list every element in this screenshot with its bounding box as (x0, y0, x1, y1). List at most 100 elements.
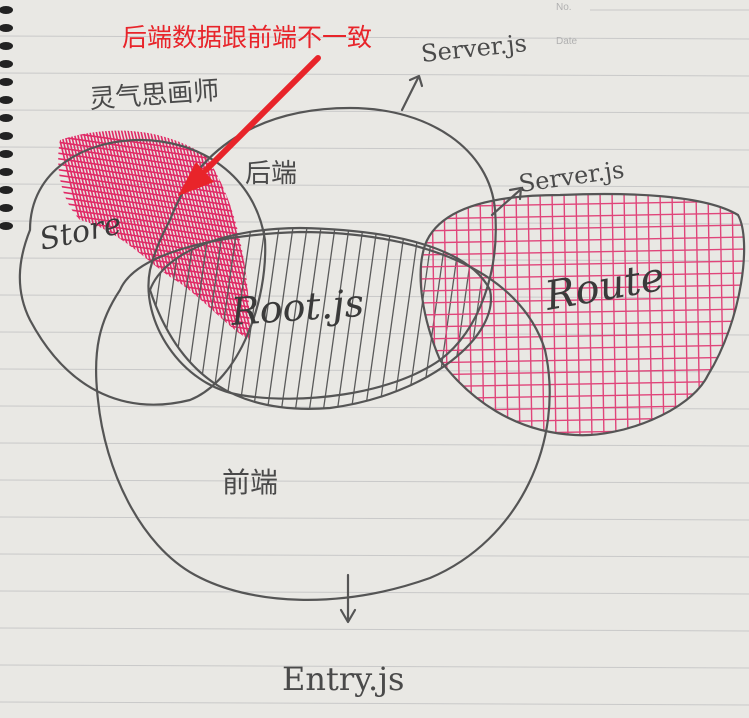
top-left-note: 灵气思画师 (88, 76, 220, 115)
ruled-line (0, 294, 749, 299)
store-circle (18, 138, 267, 406)
red-fill-line (58, 173, 251, 205)
route-grid-vertical (575, 194, 581, 436)
route-grid-horizontal (420, 356, 745, 364)
red-fill-line (182, 130, 239, 340)
no-label: No. (556, 2, 572, 13)
root-ellipse (148, 226, 493, 410)
root-hatch-line (265, 228, 295, 409)
route-grid-horizontal (420, 284, 745, 292)
ruled-line (0, 479, 749, 484)
route-grid-vertical (659, 194, 665, 436)
ruled-line (0, 109, 749, 114)
root-hatch-line (279, 228, 309, 409)
ruled-line (0, 257, 749, 262)
route-grid-vertical (467, 194, 473, 436)
ruled-line (0, 146, 749, 151)
binding-ring (0, 186, 13, 194)
route-grid-vertical (719, 194, 725, 436)
route-grid-vertical (635, 194, 641, 436)
ruled-line (0, 72, 749, 77)
route-grid-vertical (707, 194, 713, 436)
server-right-arrow (490, 188, 522, 217)
backend-circle (147, 106, 497, 400)
route-grid-vertical (671, 194, 677, 436)
outlines (18, 106, 746, 601)
red-fill-line (58, 332, 251, 340)
root-hatch-line (293, 228, 323, 409)
binding-ring (0, 60, 13, 68)
red-fill-line (185, 130, 242, 340)
route-grid-horizontal (420, 380, 745, 388)
ruled-line (0, 516, 749, 521)
store-label: Store (36, 206, 124, 257)
route-grid-horizontal (420, 248, 745, 256)
root-hatch-line (223, 228, 253, 409)
binding-ring (0, 150, 13, 158)
route-grid-horizontal (420, 344, 745, 352)
route-grid-vertical (455, 194, 461, 436)
root-hatch-line (391, 228, 421, 409)
server-top-label: Server.js (420, 29, 528, 68)
route-grid-horizontal (420, 392, 745, 400)
root-hatch-line (475, 228, 491, 409)
root-hatch-line (307, 228, 337, 409)
route-grid-horizontal (420, 224, 745, 232)
root-label: Root.js (229, 281, 366, 334)
red-fill-line (58, 200, 251, 233)
binding-ring (0, 96, 13, 104)
server-top-arrowhead (408, 74, 424, 88)
ruled-line (0, 35, 749, 40)
annotation-arrow (178, 55, 321, 196)
route-grid-vertical (611, 194, 617, 436)
binding-ring (0, 24, 13, 32)
red-fill-line (58, 184, 251, 216)
route-grid-vertical (599, 194, 605, 436)
entry-arrowhead (339, 608, 357, 624)
notebook-binding-rings (0, 6, 13, 230)
binding-ring (0, 222, 13, 230)
backend-label: 后端 (245, 159, 297, 189)
red-fill-line (58, 321, 251, 340)
root-hatch-line (335, 228, 365, 409)
server-right-label: Server.js (517, 155, 626, 197)
route-grid-vertical (647, 194, 653, 436)
binding-ring (0, 168, 13, 176)
binding-ring (0, 42, 13, 50)
date-label: Date (556, 36, 578, 47)
ruled-line (0, 553, 749, 558)
route-grid-horizontal (420, 272, 745, 280)
binding-ring (0, 114, 13, 122)
server-top-arrow (400, 76, 420, 112)
route-grid-vertical (539, 194, 545, 436)
ruled-line (0, 664, 749, 669)
server-right-arrowhead (508, 186, 523, 201)
route-grid-horizontal (420, 428, 745, 436)
root-hatch-line (321, 228, 351, 409)
route-grid-vertical (503, 194, 509, 436)
ruled-line (0, 701, 749, 706)
binding-ring (0, 204, 13, 212)
binding-ring (0, 132, 13, 140)
route-grid-horizontal (420, 308, 745, 316)
route-pink-grid (420, 194, 745, 436)
route-grid-horizontal (420, 416, 745, 424)
route-grid-vertical (623, 194, 629, 436)
entry-label: Entry.js (282, 660, 404, 698)
red-fill-line (58, 206, 251, 238)
annotation-text: 后端数据跟前端不一致 (122, 23, 372, 52)
route-grid-vertical (515, 194, 521, 436)
route-grid-vertical (527, 194, 533, 436)
route-label: Route (541, 254, 668, 320)
binding-ring (0, 6, 13, 14)
route-grid-horizontal (420, 368, 745, 376)
route-grid-horizontal (420, 332, 745, 340)
route-grid-vertical (743, 194, 745, 436)
frontend-circle (95, 230, 551, 601)
ruled-line (0, 627, 749, 632)
binding-ring (0, 78, 13, 86)
route-grid-vertical (563, 194, 569, 436)
route-grid-vertical (695, 194, 701, 436)
route-grid-horizontal (420, 212, 745, 220)
